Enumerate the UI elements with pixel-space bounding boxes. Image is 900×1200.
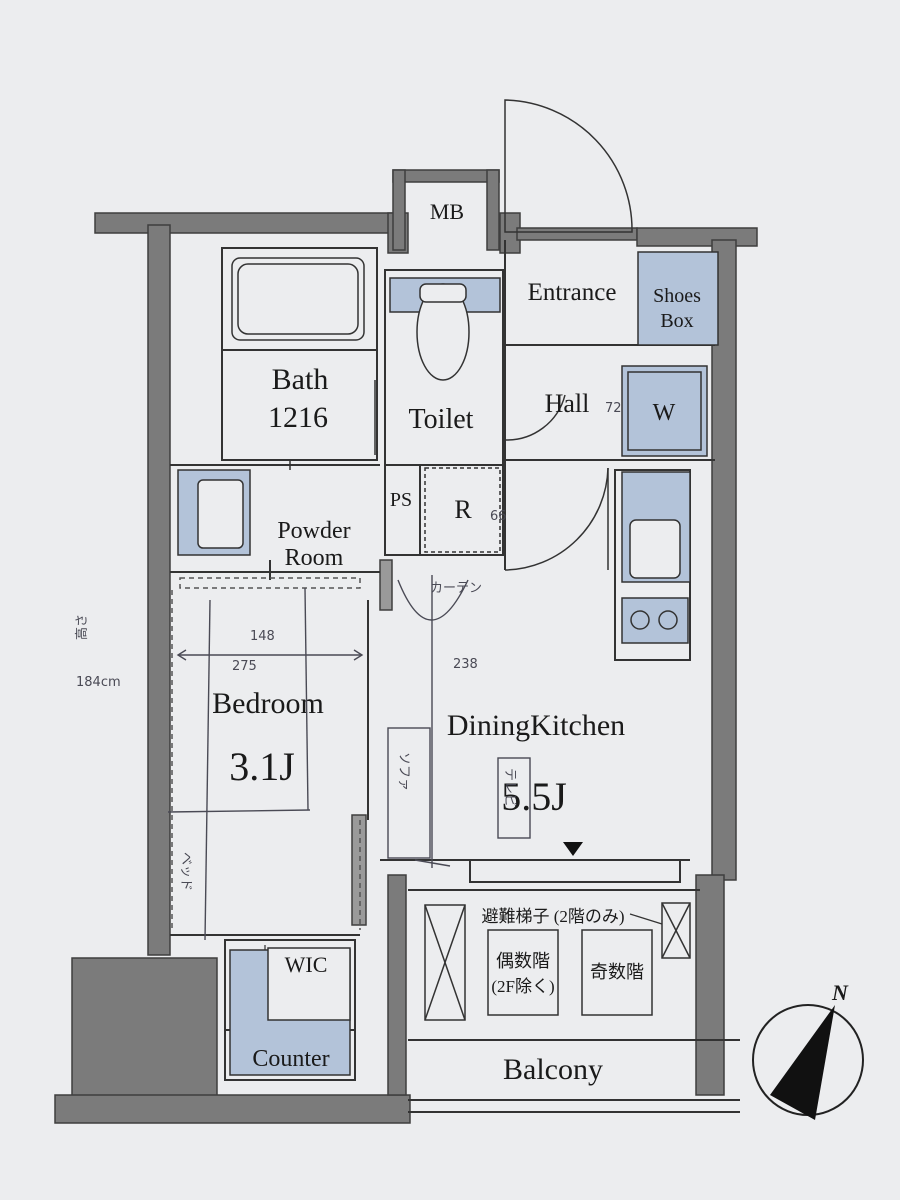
powder-room-label: Powder xyxy=(277,518,350,544)
dining-kitchen-size-label: 5.5J xyxy=(501,774,567,819)
washer-space xyxy=(621,365,708,457)
even-floors-note: 偶数階 xyxy=(496,951,550,971)
hatch-box-2 xyxy=(661,902,691,959)
pen-marks xyxy=(167,575,531,941)
window-marker xyxy=(563,842,583,856)
dining-kitchen-label: DiningKitchen xyxy=(447,709,625,742)
bathtub xyxy=(231,257,365,341)
bedroom-size-label: 3.1J xyxy=(229,744,295,789)
sofa-note: ソファ xyxy=(396,752,411,791)
shoes-box-label-2: Box xyxy=(660,310,693,332)
bath-size-label: 1216 xyxy=(268,401,328,434)
ps-label: PS xyxy=(390,489,412,511)
hall-door xyxy=(504,394,566,441)
kitchen-sink xyxy=(629,519,681,579)
even-floors-note-2: (2F除く) xyxy=(491,977,554,996)
bedroom-dim-275: 275 xyxy=(232,659,257,674)
fridge-dim-note: 66 xyxy=(490,509,507,524)
dk-dim-238: 238 xyxy=(453,657,478,672)
kitchen-note: カーテン xyxy=(430,581,482,596)
hall-note: 72 xyxy=(605,401,622,416)
door-swings xyxy=(289,99,633,571)
height-note: 高さ xyxy=(74,614,90,640)
stove xyxy=(621,597,689,644)
fridge-space xyxy=(424,467,501,553)
shoes-box xyxy=(637,251,719,346)
refrigerator-label: R xyxy=(454,495,472,524)
entry-door xyxy=(504,99,633,233)
bath-label: Bath xyxy=(272,363,329,396)
wic-label: WIC xyxy=(285,952,328,977)
room-labels: MB Entrance Shoes Box Hall W Bath 1216 T… xyxy=(212,199,701,1086)
kitchen-door xyxy=(504,467,609,571)
fixtures xyxy=(177,251,719,1076)
counter-label: Counter xyxy=(252,1046,329,1072)
handwritten-notes: 高さ 184cm 148 275 238 72 66 ソファ テレビ カーテン … xyxy=(74,401,622,891)
bedroom-label: Bedroom xyxy=(212,687,324,720)
north-label: N xyxy=(831,980,849,1005)
tv-note: テレビ xyxy=(502,768,517,807)
compass-needle-icon xyxy=(770,1005,835,1120)
compass: N xyxy=(752,980,864,1120)
hall-label: Hall xyxy=(545,389,590,418)
shoes-box-label: Shoes xyxy=(653,285,701,307)
balcony-label: Balcony xyxy=(503,1053,603,1086)
height-value-note: 184cm xyxy=(76,675,121,690)
walls xyxy=(54,169,758,1124)
bed-note: ベッド xyxy=(178,852,193,891)
hatch-box-1 xyxy=(424,904,466,1021)
toilet-label: Toilet xyxy=(409,404,474,435)
powder-room-label-2: Room xyxy=(285,545,344,571)
odd-floors-note: 奇数階 xyxy=(590,962,644,982)
bedroom-dim-148: 148 xyxy=(250,629,275,644)
mb-label: MB xyxy=(430,199,464,224)
entrance-label: Entrance xyxy=(528,279,617,306)
wash-label: W xyxy=(653,400,676,426)
balcony-notes: 避難梯子 (2階のみ) 偶数階 (2F除く) 奇数階 xyxy=(481,907,663,996)
escape-ladder-note: 避難梯子 (2階のみ) xyxy=(481,907,624,926)
